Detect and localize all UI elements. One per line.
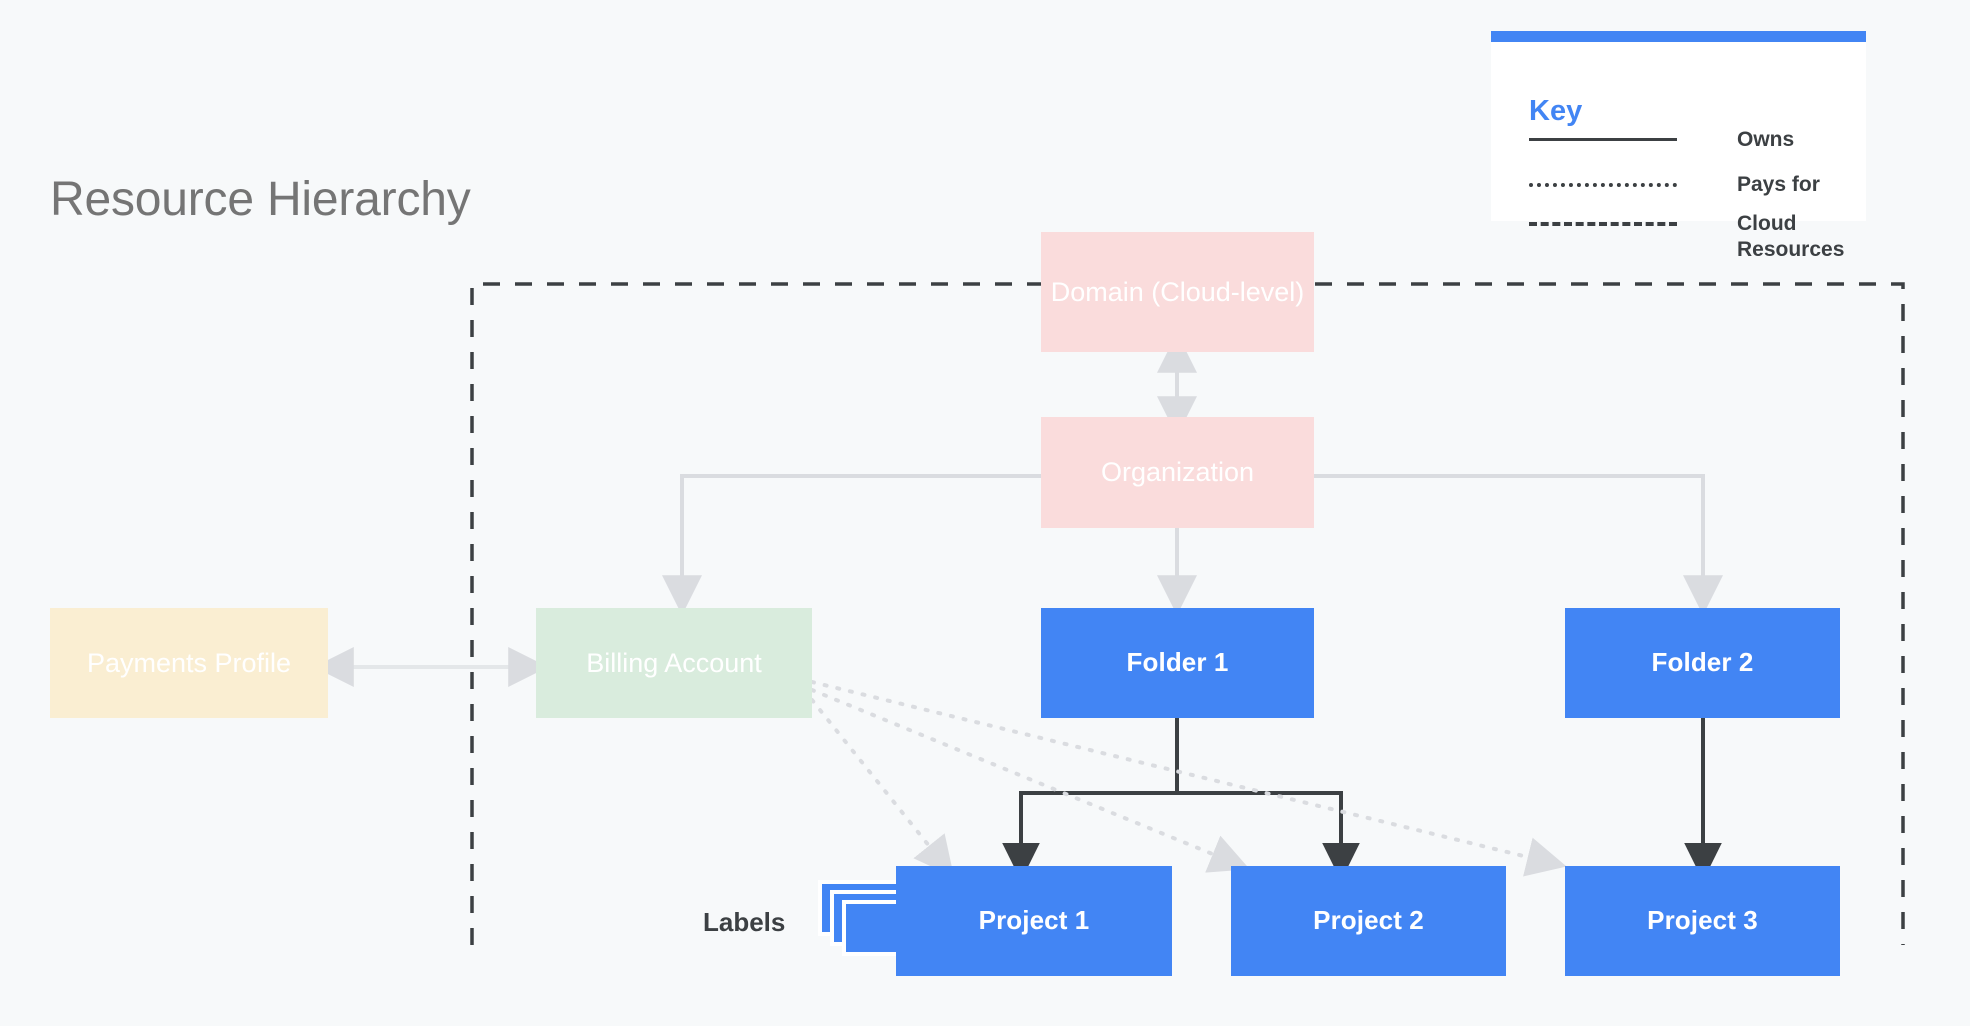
node-project-2-label: Project 2 bbox=[1313, 905, 1424, 936]
node-payments-profile[interactable]: Payments Profile bbox=[50, 608, 328, 718]
key-line-dashed-icon bbox=[1529, 222, 1677, 230]
node-domain-label: Domain (Cloud-level) bbox=[1050, 276, 1305, 307]
edge-organization-folder2 bbox=[1314, 474, 1723, 616]
edge-folder1-project2 bbox=[1175, 717, 1360, 881]
node-project-2[interactable]: Project 2 bbox=[1231, 866, 1506, 976]
key-line-dotted-icon bbox=[1529, 183, 1677, 191]
node-organization[interactable]: Organization bbox=[1041, 417, 1314, 528]
node-organization-label: Organization bbox=[1100, 457, 1255, 488]
key-line-solid-icon bbox=[1529, 138, 1677, 145]
node-folder-1-label: Folder 1 bbox=[1126, 647, 1229, 678]
key-accent-bar bbox=[1491, 31, 1866, 42]
key-row-pays-for: Pays for bbox=[1529, 172, 1820, 198]
key-row-owns: Owns bbox=[1529, 127, 1794, 153]
key-title: Key bbox=[1529, 95, 1583, 127]
key-row-cloud-resources: Cloud Resources bbox=[1529, 211, 1857, 262]
node-domain[interactable]: Domain (Cloud-level) bbox=[1041, 232, 1314, 352]
edge-organization-billing-account bbox=[662, 474, 1041, 616]
key-label-cloud-resources: Cloud Resources bbox=[1737, 212, 1845, 261]
node-project-3[interactable]: Project 3 bbox=[1565, 866, 1840, 976]
node-project-1[interactable]: Project 1 bbox=[896, 866, 1172, 976]
node-payments-profile-label: Payments Profile bbox=[86, 647, 292, 678]
node-folder-2-label: Folder 2 bbox=[1651, 647, 1754, 678]
node-project-3-label: Project 3 bbox=[1647, 905, 1758, 936]
key-label-pays-for: Pays for bbox=[1737, 173, 1820, 196]
key-panel: Key Owns Pays for Cloud Resources bbox=[1491, 31, 1866, 261]
node-folder-2[interactable]: Folder 2 bbox=[1565, 608, 1840, 718]
key-label-owns: Owns bbox=[1737, 128, 1795, 151]
node-billing-account[interactable]: Billing Account bbox=[536, 608, 812, 718]
edge-billing-account-project1-pays-for bbox=[810, 698, 955, 877]
page-title: Resource Hierarchy bbox=[50, 173, 471, 226]
labels-marker-text: Labels bbox=[703, 907, 786, 937]
node-folder-1[interactable]: Folder 1 bbox=[1041, 608, 1314, 718]
node-project-1-label: Project 1 bbox=[978, 905, 1090, 936]
edge-folder1-project1 bbox=[1002, 717, 1179, 881]
node-billing-account-label: Billing Account bbox=[586, 647, 762, 678]
